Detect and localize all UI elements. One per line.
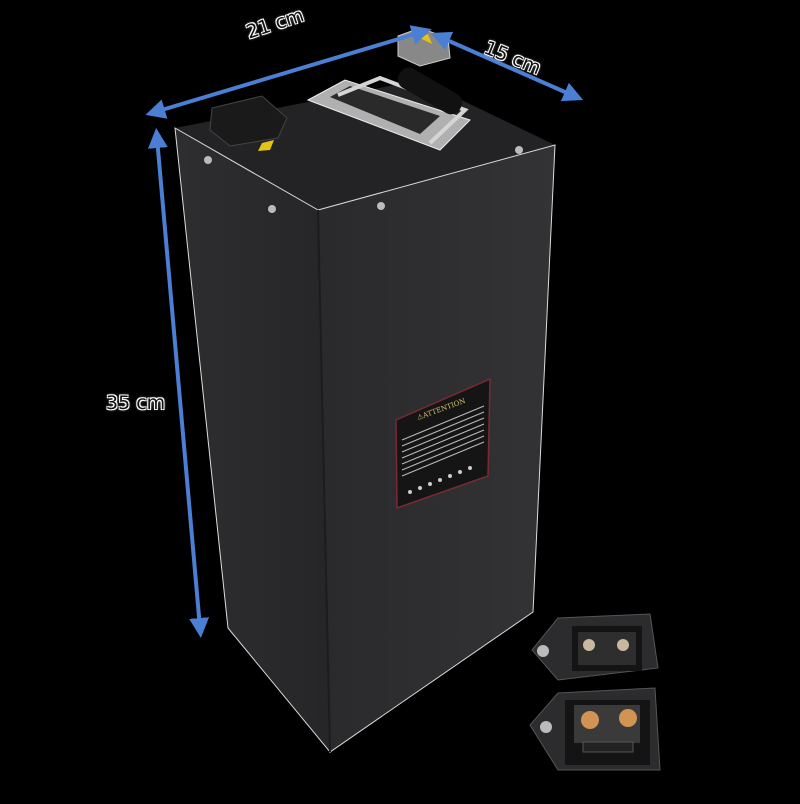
- depth-arrow: [430, 31, 584, 102]
- connector-male: [529, 687, 661, 771]
- connector-female: [531, 613, 659, 681]
- attention-sticker: ⚠ATTENTION: [395, 377, 491, 510]
- height-arrow: [147, 128, 210, 638]
- width-arrow: [145, 25, 432, 119]
- battery-box: ⚠ATTENTION: [174, 27, 556, 754]
- height-label: 35 cm: [106, 392, 166, 414]
